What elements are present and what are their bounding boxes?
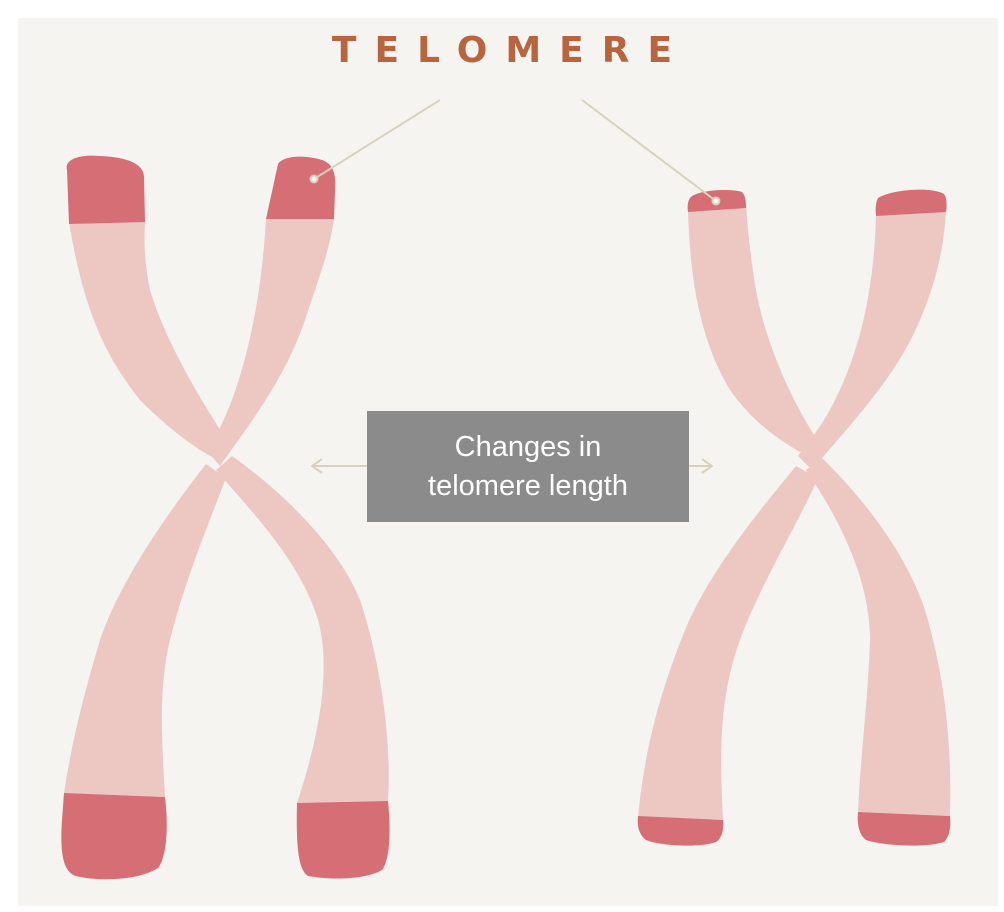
telomere-right-bottom-left — [638, 816, 724, 846]
telomere-left-bottom-left — [61, 793, 166, 879]
telomere-left-bottom-right — [297, 801, 390, 878]
label-line-1: Changes in — [428, 428, 628, 467]
page-title: TELOMERE — [0, 30, 1004, 71]
pointer-dot-left — [311, 176, 318, 183]
telomere-right-bottom-right — [858, 812, 951, 846]
pointer-dot-right — [713, 198, 720, 205]
label-line-2: telomere length — [428, 467, 628, 506]
telomere-change-label: Changes in telomere length — [367, 411, 689, 522]
telomere-left-top-left — [67, 156, 145, 224]
